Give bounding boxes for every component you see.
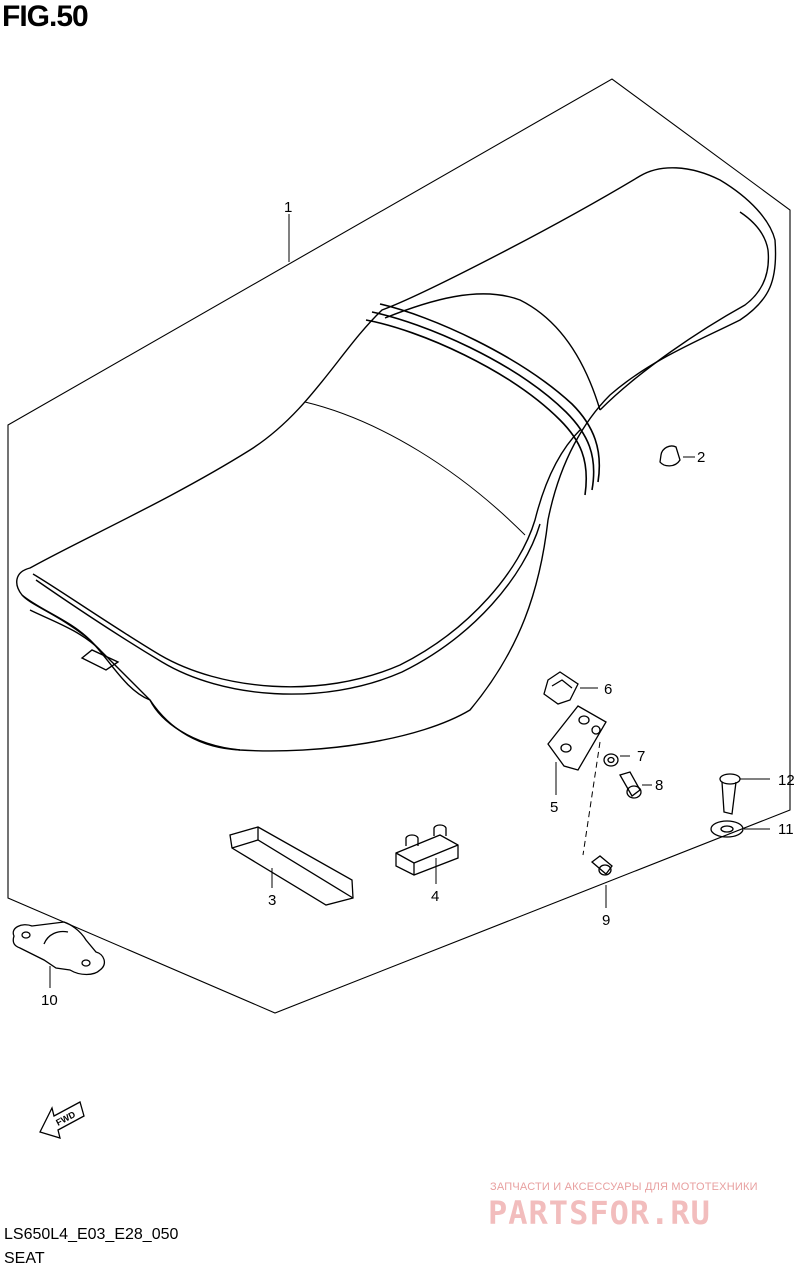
callout-4: 4 — [431, 888, 439, 905]
diagram-name: SEAT — [4, 1250, 45, 1267]
cushion-part-2 — [659, 445, 695, 467]
diagram-code: LS650L4_E03_E28_050 — [4, 1226, 179, 1243]
fwd-arrow-icon — [39, 1101, 85, 1139]
screw-part-9 — [582, 741, 613, 908]
callout-8: 8 — [655, 777, 663, 794]
callout-labels: 1 2 3 4 5 6 7 8 9 10 11 12 FWD — [41, 199, 795, 1128]
callout-2: 2 — [697, 449, 705, 466]
strap-bracket-part-10 — [12, 921, 106, 988]
callout-5: 5 — [550, 799, 558, 816]
callout-7: 7 — [637, 748, 645, 765]
figure-title: FIG.50 — [2, 0, 89, 33]
watermark-logo: PARTSFOR.RU — [488, 1194, 711, 1232]
callout-12: 12 — [778, 772, 795, 789]
bolt-part-8 — [619, 771, 652, 799]
washer-part-7 — [603, 753, 630, 767]
callout-9: 9 — [602, 912, 610, 929]
callout-3: 3 — [268, 892, 276, 909]
foam-bar-part-3 — [229, 826, 354, 906]
watermark-tagline: ЗАПЧАСТИ И АКСЕССУАРЫ ДЛЯ МОТОТЕХНИКИ — [490, 1181, 758, 1193]
clip-part-6 — [543, 671, 598, 705]
washer-part-11 — [710, 820, 770, 838]
callout-6: 6 — [604, 681, 612, 698]
assembly-frame — [7, 78, 791, 1014]
block-part-4 — [395, 824, 459, 884]
callout-11: 11 — [778, 821, 794, 838]
bolt-part-12 — [719, 773, 770, 815]
seat-part-1 — [16, 167, 777, 752]
callout-10: 10 — [41, 992, 58, 1009]
bracket-part-5 — [547, 705, 607, 795]
callout-1: 1 — [284, 199, 292, 216]
